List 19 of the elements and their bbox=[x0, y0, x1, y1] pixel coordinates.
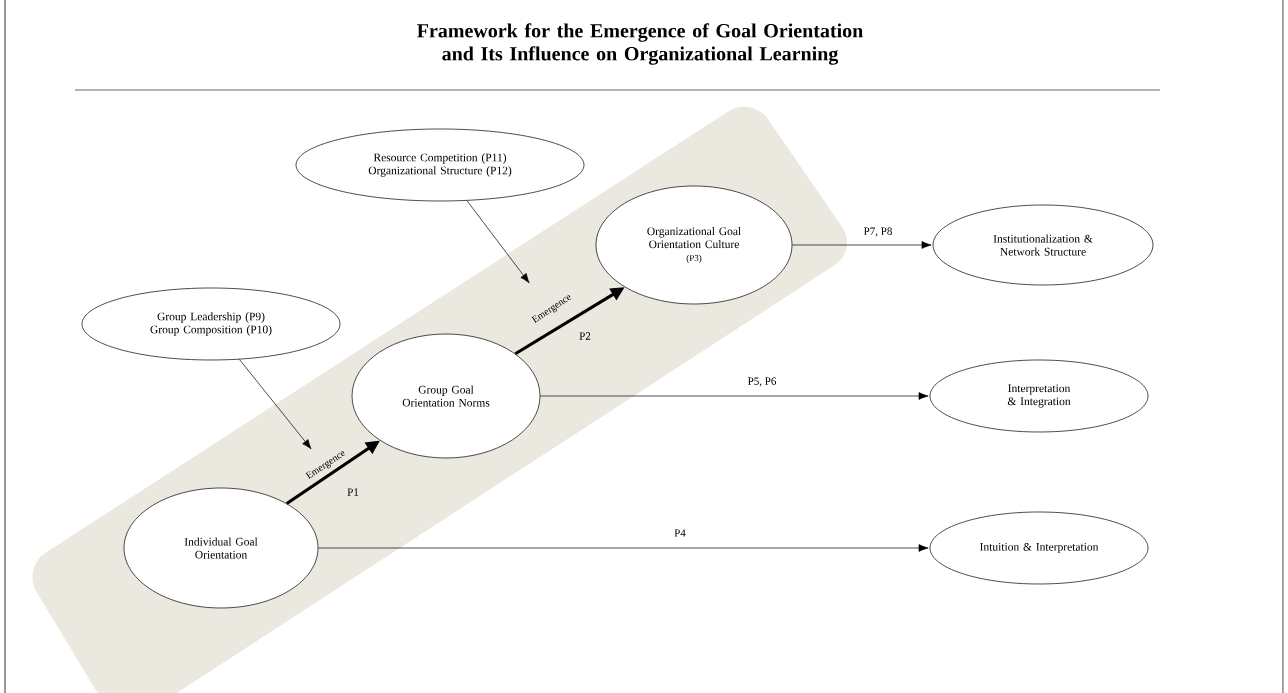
arrow bbox=[239, 359, 312, 450]
edge-label: P5, P6 bbox=[747, 377, 777, 387]
ellipse-node: Institutionalization & Network Structure bbox=[932, 204, 1154, 286]
edge-label: P4 bbox=[674, 529, 686, 537]
title: Framework for the Emergence of Goal Orientation and Its Influence on Organizational Learning bbox=[417, 23, 863, 65]
proposition-label: P1 bbox=[347, 488, 359, 496]
ellipse-node: Intuition & Interpretation bbox=[929, 511, 1149, 585]
ellipse-node: Resource Competition (P11) Organizational Structure (P12) bbox=[295, 128, 585, 202]
arrow bbox=[318, 544, 929, 552]
ellipse-node: Individual Goal Orientation bbox=[123, 487, 319, 609]
ellipse-node: Organizational Goal Orientation Culture (P3) bbox=[595, 185, 793, 305]
ellipse-node: Interpretation & Integration bbox=[929, 359, 1149, 433]
edge-label: P7, P8 bbox=[863, 227, 892, 237]
proposition-label: P2 bbox=[579, 332, 591, 340]
ellipse-node: Group Leadership (P9) Group Composition (P10) bbox=[81, 287, 341, 361]
arrow bbox=[540, 392, 929, 400]
arrow bbox=[792, 241, 932, 249]
ellipse-node: Group Goal Orientation Norms bbox=[351, 333, 541, 459]
arrow bbox=[466, 200, 530, 284]
